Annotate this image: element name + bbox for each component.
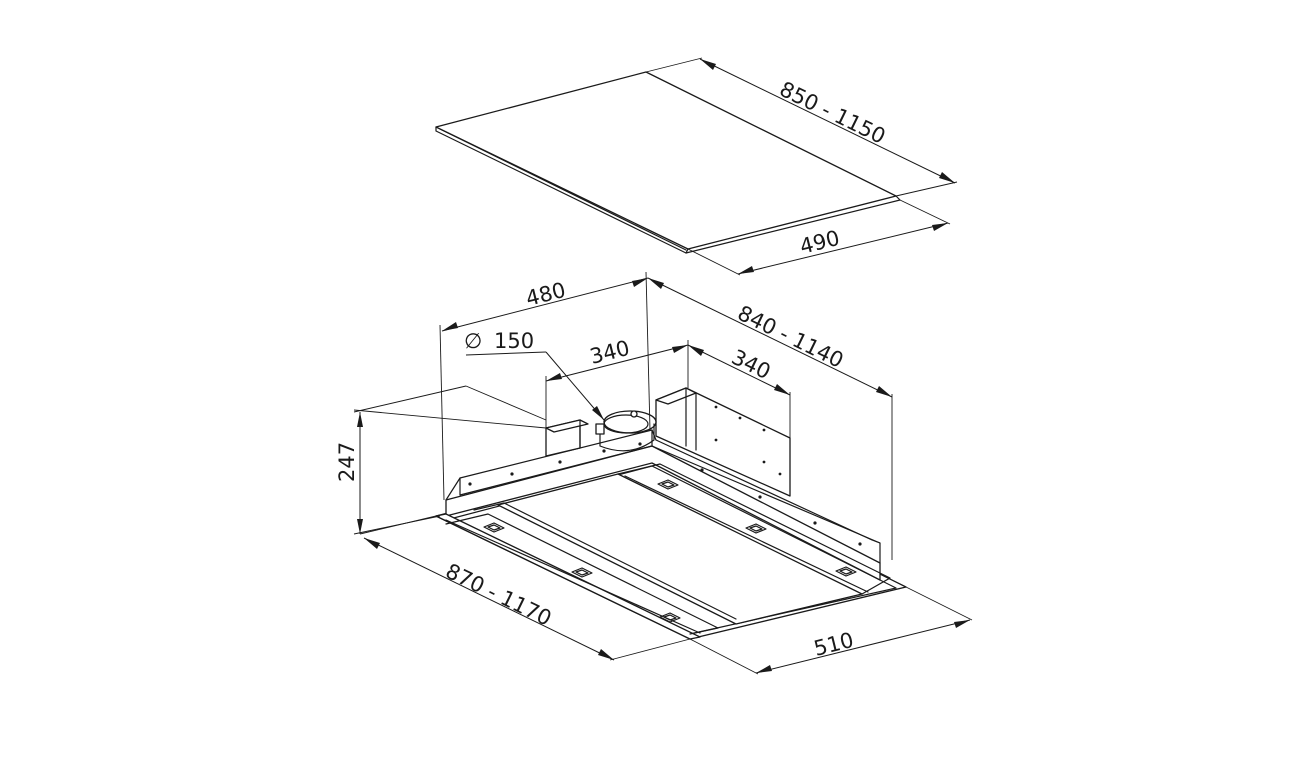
duct-outlet: [595, 410, 657, 452]
label-duct-diameter: 150: [494, 329, 534, 353]
ceiling-panel: [435, 71, 901, 254]
label-height: 247: [335, 442, 359, 482]
label-hood-length-bottom: 870 - 1170: [442, 559, 555, 631]
motor-left: [545, 419, 589, 457]
light-spot-icon: [657, 479, 679, 490]
light-spot-icon: [571, 567, 593, 578]
dimension-height: 247: [335, 385, 547, 535]
light-spot-icon: [659, 612, 681, 623]
label-hood-depth: 480: [523, 278, 568, 311]
light-spot-icon: [483, 522, 505, 533]
label-ceiling-length: 850 - 1150: [776, 77, 889, 149]
light-spot-icon: [745, 523, 767, 534]
motor-right: [655, 387, 791, 497]
dimension-duct-diameter: ∅ 150: [464, 329, 605, 421]
light-spot-icon: [835, 566, 857, 577]
dimension-hood-width-bottom: 510: [689, 586, 973, 675]
label-ceiling-width: 490: [797, 226, 842, 259]
label-hood-width-bottom: 510: [811, 628, 856, 661]
hood-body: [435, 429, 907, 640]
label-motor-left: 340: [587, 336, 632, 369]
diameter-symbol-icon: ∅: [464, 329, 482, 353]
label-motor-right: 340: [728, 345, 775, 384]
